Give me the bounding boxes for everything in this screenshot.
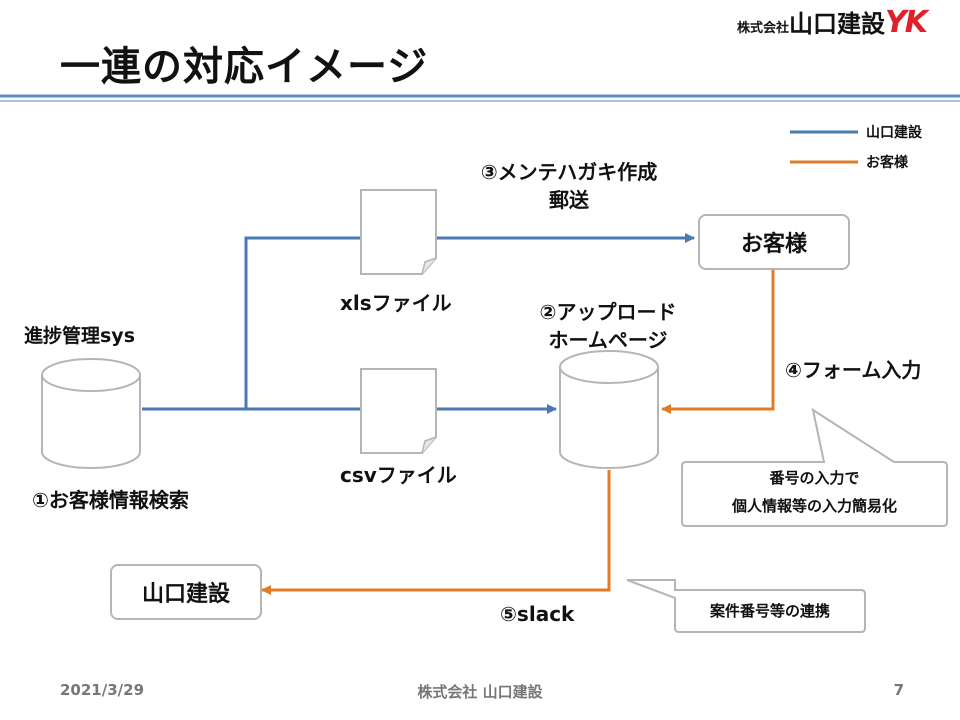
step5-label: ⑤slack <box>500 602 575 626</box>
document-icon-csv <box>360 368 437 454</box>
flow-customer <box>261 268 775 595</box>
title-divider <box>0 94 960 102</box>
callout-bubble-slack <box>626 579 866 633</box>
slide-title: 一連の対応イメージ <box>60 44 429 90</box>
company-logo-name: 山口建設 <box>789 10 886 38</box>
company-box: 山口建設 <box>110 564 262 620</box>
step2-label-line2: ホームページ <box>548 328 668 352</box>
callout-bubble-form <box>681 407 948 527</box>
callout-slack-text: 案件番号等の連携 <box>709 602 830 620</box>
legend-label-customer: お客様 <box>866 155 908 171</box>
callout-form-line2: 個人情報等の入力簡易化 <box>731 497 897 515</box>
step2-label-line1: ②アップロード <box>539 300 677 324</box>
step1-label: ①お客様情報検索 <box>32 488 189 512</box>
xls-file-label: xlsファイル <box>340 291 452 315</box>
step3-label-line1: ③メンテハガキ作成 <box>480 160 658 184</box>
footer-page-number: 7 <box>893 681 904 699</box>
document-icon-xls <box>360 189 437 275</box>
step3-label-line2: 郵送 <box>549 188 589 212</box>
csv-file-label: csvファイル <box>340 463 457 487</box>
company-logo-mark: YK <box>885 5 928 40</box>
footer-company: 株式会社 山口建設 <box>417 683 543 701</box>
company-logo: 株式会社山口建設YK <box>737 4 928 40</box>
system-label: 進捗管理sys <box>24 325 136 347</box>
callout-form-line1: 番号の入力で <box>769 469 860 487</box>
legend-label-company: 山口建設 <box>866 125 922 141</box>
customer-box: お客様 <box>698 214 850 270</box>
company-logo-prefix: 株式会社 <box>737 21 790 36</box>
database-icon-homepage <box>559 350 659 469</box>
step4-label: ④フォーム入力 <box>785 358 922 382</box>
database-icon-system <box>41 358 141 469</box>
footer-date: 2021/3/29 <box>60 681 145 699</box>
